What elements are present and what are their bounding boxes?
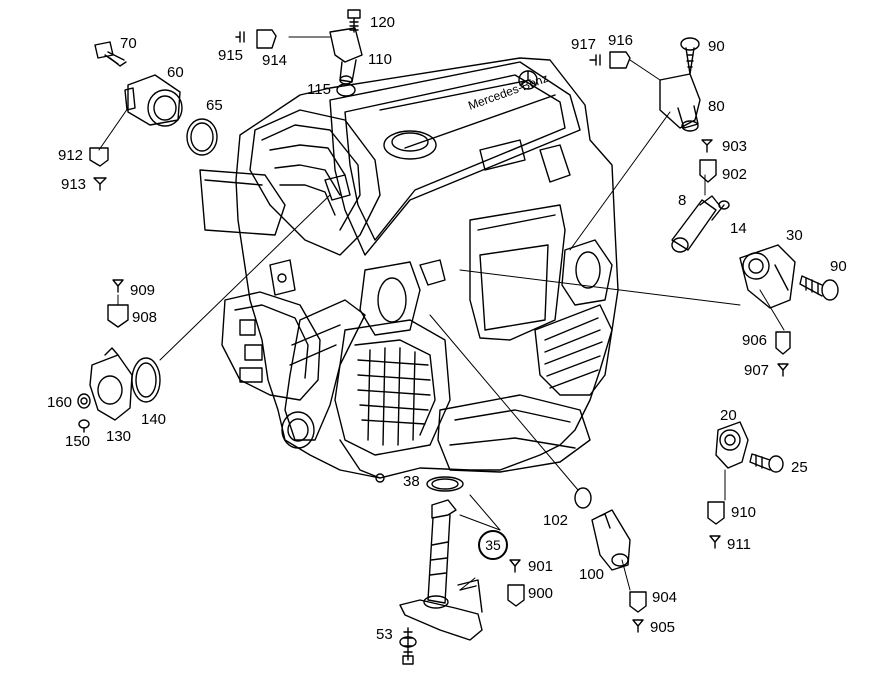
label-110: 110 — [368, 51, 392, 68]
label-907: 907 — [744, 362, 770, 379]
label-915: 915 — [218, 47, 244, 64]
connector-900 — [507, 584, 525, 607]
label-905: 905 — [650, 619, 676, 636]
label-914: 914 — [262, 52, 288, 69]
tube-35 — [399, 499, 483, 641]
label-102: 102 — [543, 512, 569, 529]
label-30: 30 — [786, 227, 803, 244]
bolt-25 — [749, 453, 784, 473]
label-120: 120 — [370, 14, 396, 31]
sensor-8 — [671, 195, 721, 253]
connector-912 — [89, 147, 109, 167]
label-916: 916 — [608, 32, 634, 49]
connector-916 — [609, 51, 631, 69]
sensor-130 — [89, 347, 133, 421]
label-908: 908 — [132, 309, 158, 326]
label-60: 60 — [167, 64, 184, 81]
label-911: 911 — [727, 536, 751, 553]
connector-904 — [629, 591, 647, 613]
label-901: 901 — [528, 558, 554, 575]
bolt-90-top — [680, 37, 700, 75]
o-ring-140 — [131, 357, 161, 403]
engine-assembly-drawing — [199, 57, 619, 483]
pin-905 — [632, 619, 644, 633]
label-913: 913 — [61, 176, 87, 193]
pin-911 — [709, 535, 721, 549]
connector-906 — [775, 331, 791, 355]
label-904: 904 — [652, 589, 678, 606]
nut-160 — [77, 393, 91, 409]
screw-14 — [711, 200, 730, 221]
connector-914 — [256, 29, 277, 49]
bolt-53 — [399, 627, 417, 665]
pin-909 — [112, 279, 124, 293]
label-53: 53 — [376, 626, 393, 643]
sensor-30 — [739, 244, 796, 309]
label-8: 8 — [678, 192, 687, 209]
pin-915 — [235, 31, 245, 43]
label-902: 902 — [722, 166, 748, 183]
pin-917 — [589, 54, 601, 66]
o-ring-65 — [186, 118, 218, 156]
bolt-90-right — [799, 275, 839, 301]
label-38: 38 — [403, 473, 420, 490]
label-65: 65 — [206, 97, 223, 114]
label-115: 115 — [307, 81, 331, 98]
label-90-right: 90 — [830, 258, 847, 275]
label-150: 150 — [65, 433, 91, 450]
label-912: 912 — [58, 147, 84, 164]
label-70: 70 — [120, 35, 137, 52]
pin-901 — [509, 559, 521, 573]
label-35: 35 — [485, 537, 501, 553]
label-160: 160 — [47, 394, 73, 411]
connector-910 — [707, 501, 725, 525]
label-906: 906 — [742, 332, 768, 349]
label-25: 25 — [791, 459, 808, 476]
o-ring-115 — [336, 83, 356, 97]
o-ring-38 — [426, 476, 464, 492]
label-900: 900 — [528, 585, 554, 602]
screw-150 — [78, 419, 90, 433]
label-910: 910 — [731, 504, 757, 521]
sensor-80 — [659, 73, 701, 132]
label-90-top: 90 — [708, 38, 725, 55]
label-130: 130 — [106, 428, 132, 445]
connector-902 — [699, 159, 717, 183]
label-20: 20 — [720, 407, 737, 424]
label-917: 917 — [571, 36, 597, 53]
label-14: 14 — [730, 220, 747, 237]
bolt-120 — [347, 9, 361, 33]
pin-907 — [777, 363, 789, 377]
sensor-110 — [329, 27, 363, 85]
sensor-60 — [124, 74, 183, 127]
label-100: 100 — [579, 566, 605, 583]
label-903: 903 — [722, 138, 748, 155]
o-ring-102 — [574, 487, 592, 509]
sensor-20 — [715, 421, 749, 469]
label-35-circled: 35 — [478, 530, 508, 560]
bolt-70 — [94, 41, 127, 67]
pin-903 — [701, 139, 713, 153]
pin-913 — [93, 177, 107, 191]
label-80: 80 — [708, 98, 725, 115]
label-140: 140 — [141, 411, 167, 428]
sensor-100 — [591, 509, 631, 571]
leader-lines — [98, 36, 785, 591]
connector-908 — [107, 304, 129, 328]
label-909: 909 — [130, 282, 156, 299]
